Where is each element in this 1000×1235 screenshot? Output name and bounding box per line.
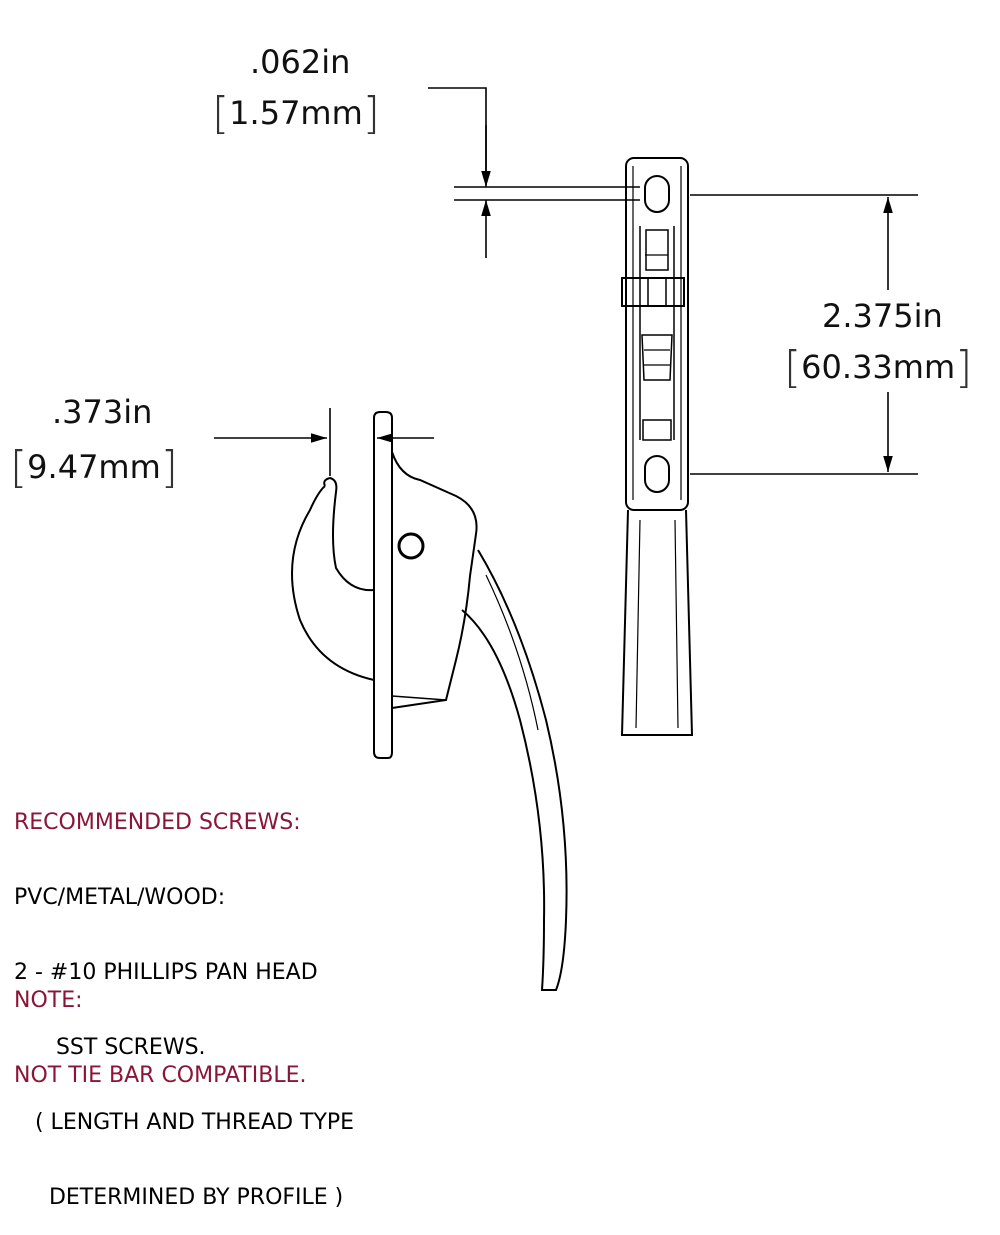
spacing-mm-value: 60.33mm <box>801 348 956 386</box>
front-backplate <box>625 157 689 511</box>
hook-cam <box>291 476 375 681</box>
bottom-screw-slot <box>644 455 670 493</box>
screws-line: ( LENGTH AND THREAD TYPE <box>14 1110 355 1135</box>
pivot-screw <box>397 532 425 560</box>
front-lever <box>620 509 694 736</box>
housing <box>391 451 478 709</box>
tie-bar-note: NOTE: NOT TIE BAR COMPATIBLE. <box>14 938 306 1113</box>
side-lever <box>461 549 568 991</box>
spacing-inch-label: 2.375in <box>822 297 943 335</box>
gap-mm-value: 1.57mm <box>229 94 363 132</box>
gap-mm-label: [1.57mm] <box>212 88 380 139</box>
throw-mm-value: 9.47mm <box>27 448 161 486</box>
note-heading: NOTE: <box>14 988 83 1013</box>
screws-line: 2 - #10 PHILLIPS PAN HEAD <box>14 960 318 985</box>
side-view <box>291 411 568 991</box>
throw-mm-label: [9.47mm] <box>10 442 178 493</box>
technical-drawing <box>214 87 918 991</box>
dim-hole-spacing <box>690 194 918 475</box>
screws-line: PVC/METAL/WOOD: <box>14 885 226 910</box>
screws-heading: RECOMMENDED SCREWS: <box>14 810 301 835</box>
side-backplate <box>373 411 393 759</box>
dim-throw <box>214 408 434 476</box>
note-text: NOT TIE BAR COMPATIBLE. <box>14 1063 307 1088</box>
gap-inch-label: .062in <box>250 43 351 81</box>
dim-gap <box>428 87 640 258</box>
front-pivot-block <box>621 277 685 307</box>
front-view <box>620 157 694 736</box>
screws-line: DETERMINED BY PROFILE ) <box>14 1185 344 1210</box>
throw-inch-label: .373in <box>52 393 153 431</box>
top-screw-slot <box>644 175 670 213</box>
spacing-mm-label: [60.33mm] <box>784 342 973 393</box>
